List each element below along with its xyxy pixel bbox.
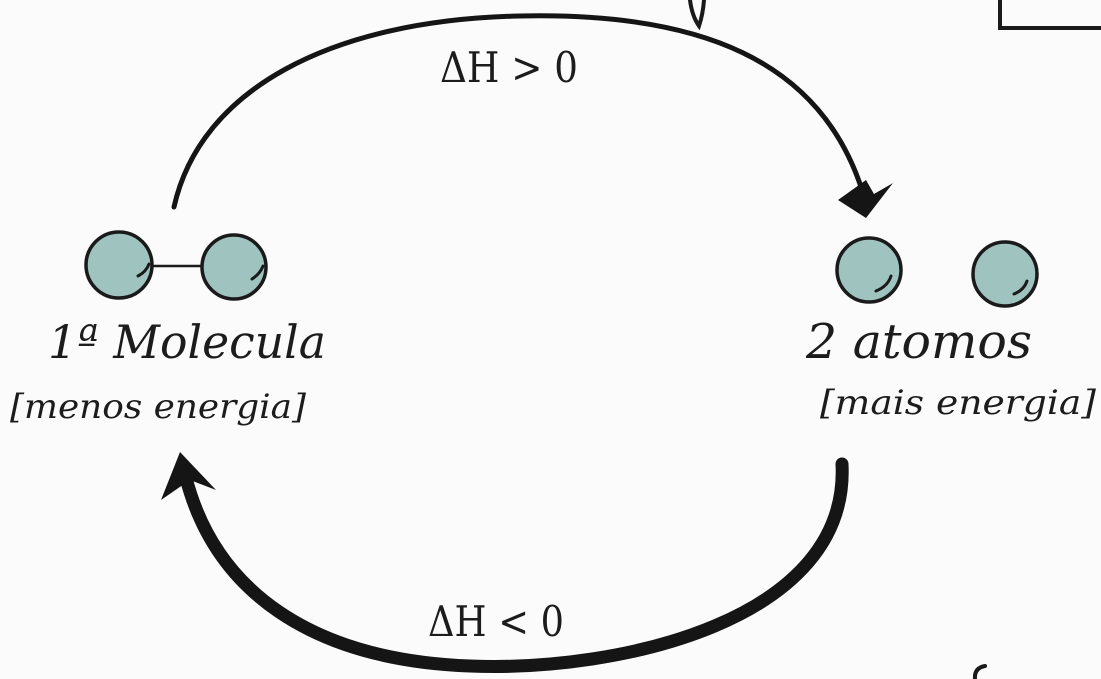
left-state-sublabel: [menos energia] xyxy=(10,387,307,427)
atom-two xyxy=(971,240,1039,308)
top-arrow-label: ΔH > 0 xyxy=(440,43,578,92)
molecule-atom-left xyxy=(84,230,154,300)
atom-one xyxy=(835,236,903,304)
right-state-label: 2 atomos xyxy=(805,314,1032,370)
bottom-arrow-arc xyxy=(179,457,849,673)
separate-atoms xyxy=(835,236,1039,308)
top-arrowhead xyxy=(838,180,893,218)
left-state-label: 1ª Molecula xyxy=(48,315,326,369)
top-scribble-mark xyxy=(688,0,706,31)
top-arrow-arc xyxy=(171,13,865,210)
atom-two-shine xyxy=(1012,279,1029,296)
molecule-atom-right xyxy=(200,233,268,301)
top-right-corner-mark xyxy=(998,0,1101,30)
molecule xyxy=(84,230,268,301)
molecule-atom-right-shine xyxy=(250,264,265,281)
molecule-atom-left-shine xyxy=(136,262,151,278)
bottom-right-mark xyxy=(972,664,987,679)
right-state-sublabel: [mais energia] xyxy=(820,383,1097,423)
atom-one-shine xyxy=(874,274,893,293)
bottom-arrow-label: ΔH < 0 xyxy=(428,597,564,646)
bottom-arrowhead xyxy=(161,452,216,500)
